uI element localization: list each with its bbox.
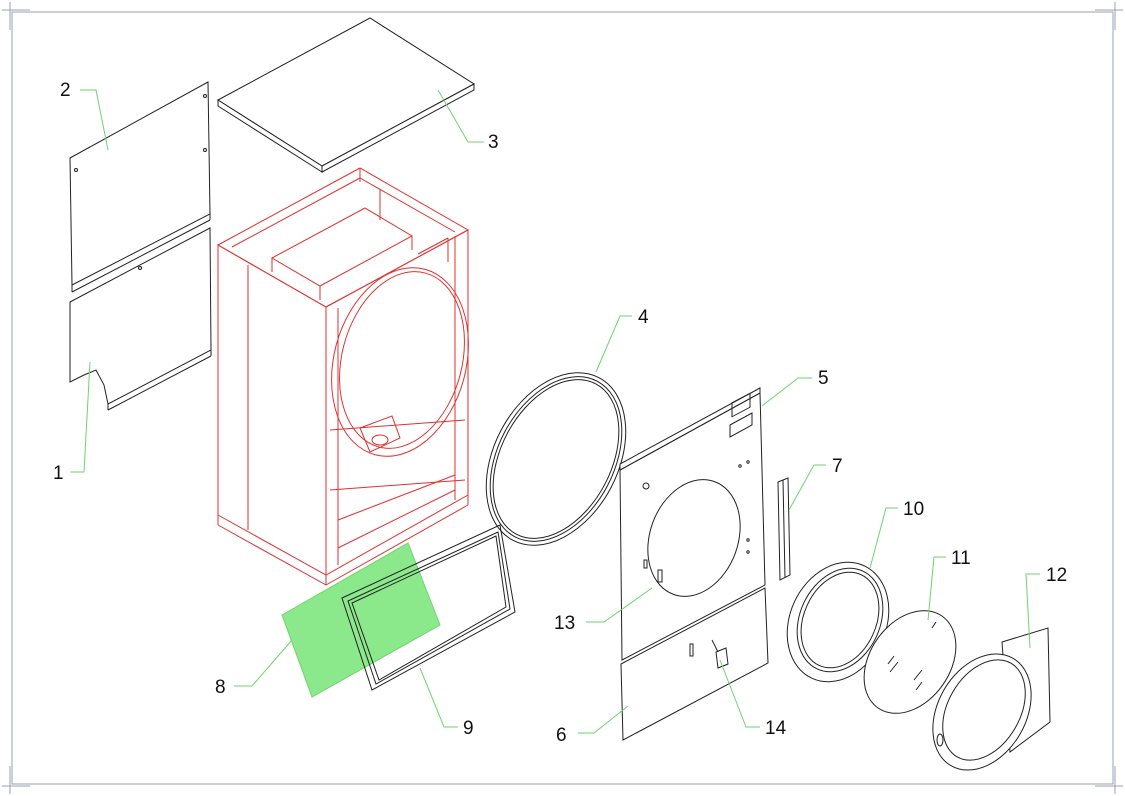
leader-lines: [70, 89, 1040, 734]
leader-2: [80, 89, 109, 151]
callout-6: 6: [556, 725, 567, 746]
part-7-hinge-bar: [777, 477, 791, 581]
part-12-outer-door: [932, 627, 1051, 771]
callout-9: 9: [463, 718, 474, 739]
part-9-filter-frame: [341, 524, 516, 691]
callout-3: 3: [488, 132, 499, 153]
part-3-top-panel: [217, 17, 475, 173]
callout-4: 4: [638, 307, 649, 328]
part-11-door-glass: [863, 610, 957, 714]
leader-14: [719, 659, 760, 728]
leader-11: [927, 556, 946, 621]
leader-10: [869, 507, 898, 569]
part-8-filter-highlighted: [281, 542, 441, 698]
part-6-kick-panel: [620, 587, 769, 741]
callout-14: 14: [765, 718, 787, 739]
leader-9: [419, 667, 458, 728]
callout-labels: 1 2 3 4 5 6 7 8 9 10 11 12 13 14: [53, 80, 1067, 746]
leader-8: [234, 639, 293, 687]
leader-5: [761, 377, 812, 407]
callout-13: 13: [554, 613, 575, 634]
leader-6: [578, 705, 629, 734]
leader-4: [595, 315, 632, 373]
callout-11: 11: [951, 548, 971, 569]
callout-10: 10: [903, 499, 924, 520]
callout-12: 12: [1046, 565, 1067, 586]
leader-3: [437, 89, 484, 143]
callout-8: 8: [215, 677, 226, 698]
callout-1: 1: [53, 463, 64, 484]
part-2-upper-side-panel: [69, 81, 211, 293]
part-5-front-panel: [619, 387, 766, 661]
part-1-lower-side-panel: [69, 227, 212, 411]
part-4-gasket-ring: [485, 372, 627, 546]
callout-7: 7: [832, 456, 843, 477]
leader-12: [1025, 573, 1040, 649]
cabinet-frame: [216, 167, 470, 586]
callout-2: 2: [60, 80, 71, 101]
callout-5: 5: [818, 368, 829, 389]
part-14-door-switch: [711, 639, 729, 669]
leader-7: [788, 464, 826, 511]
leader-13: [586, 587, 653, 623]
leader-1: [70, 361, 91, 473]
